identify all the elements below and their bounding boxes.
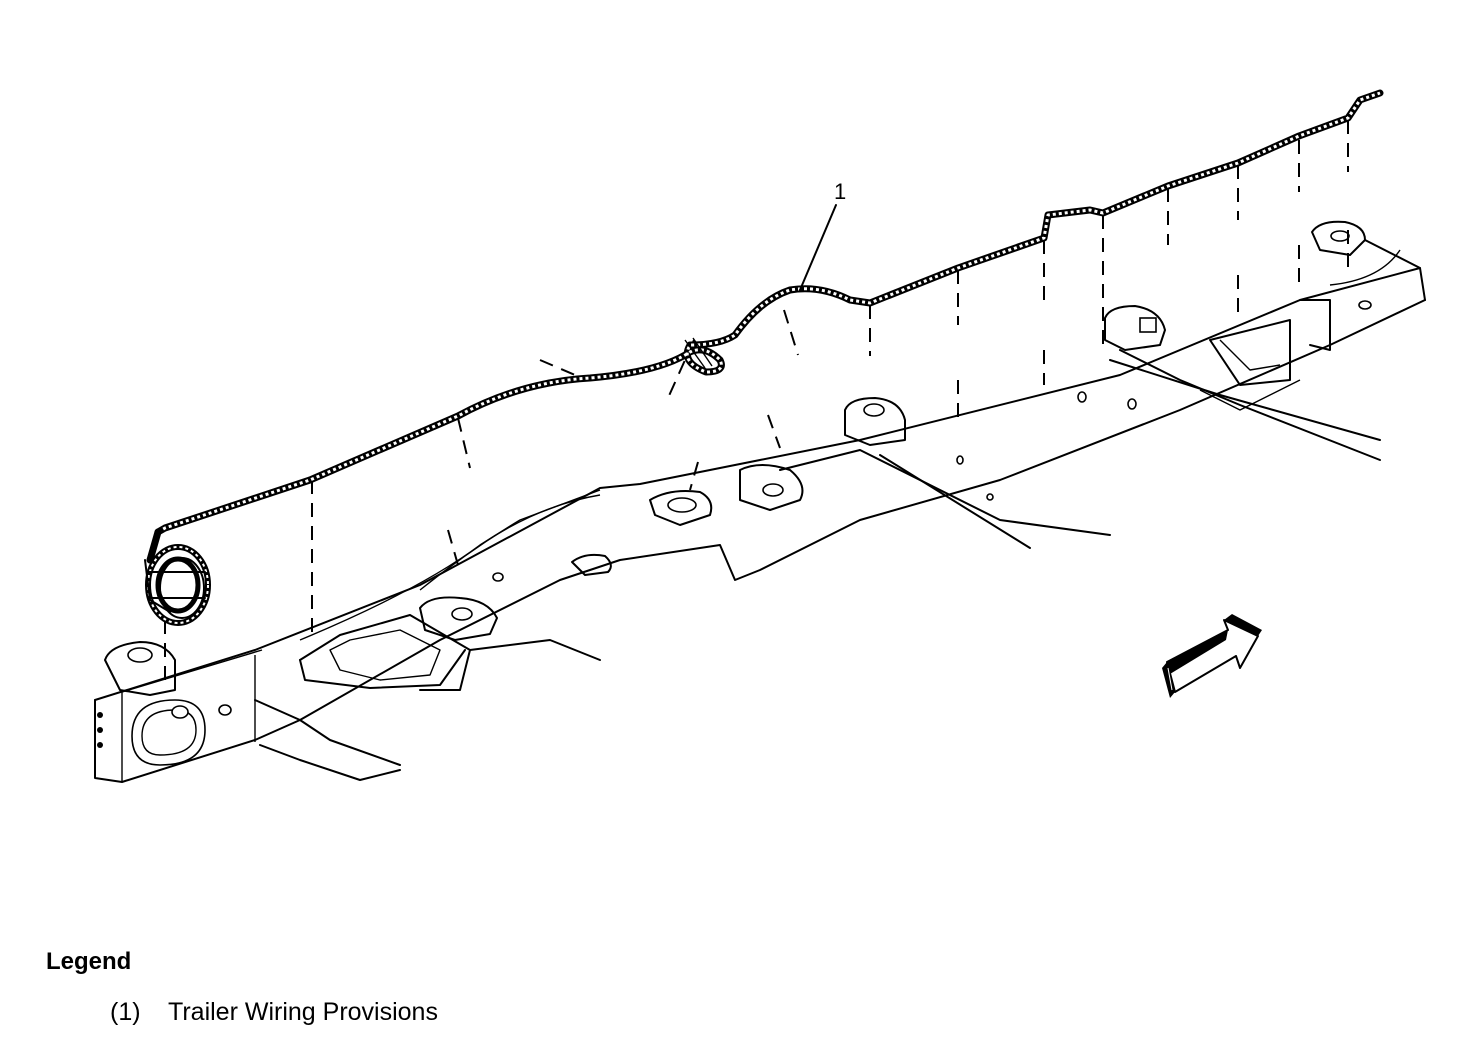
legend-item-number: (1) [110,998,141,1026]
frame-brackets [104,220,1366,696]
frame-left-rail [94,267,1426,783]
front-direction-arrow-icon [1162,614,1262,698]
trailer-wiring-harness [154,89,1384,536]
harness-coil-connector [144,528,211,626]
callout-number: 1 [834,179,846,204]
attachment-dashed-lines [164,120,1349,680]
legend-item: (1) Trailer Wiring Provisions [110,998,438,1027]
callout-1: 1 [799,179,846,291]
rear-crossmember [254,614,601,781]
frame-harness-illustration: 1 [94,89,1426,783]
frame-right-rail [779,239,1426,549]
legend-item-label: Trailer Wiring Provisions [168,998,438,1026]
legend-title: Legend [46,948,132,975]
